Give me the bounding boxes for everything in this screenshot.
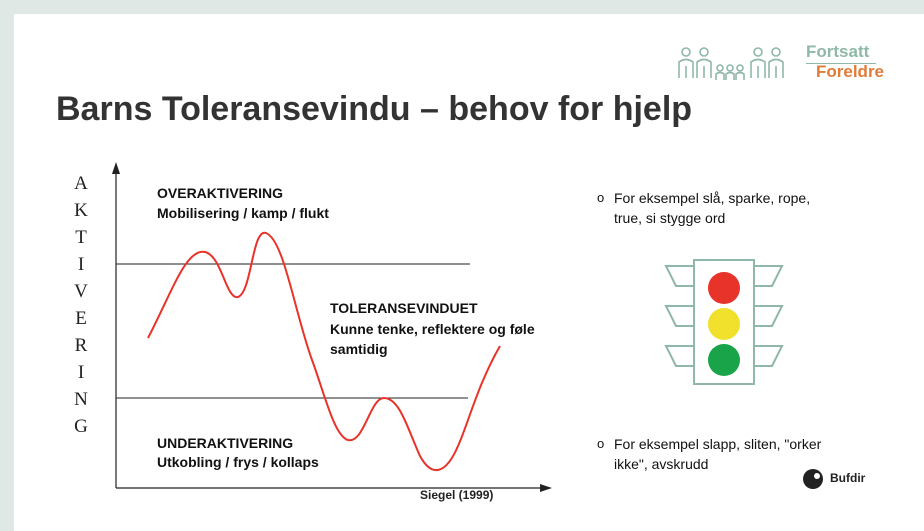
y-axis-letter: A	[74, 173, 88, 194]
bufdir-logo: Bufdir	[800, 468, 900, 492]
bullet-bottom-line2: ikke", avskrudd	[614, 456, 709, 472]
bufdir-text: Bufdir	[830, 471, 866, 485]
y-axis-letter: N	[74, 389, 88, 410]
bullet-top-line2: true, si stygge ord	[614, 210, 726, 226]
y-axis-letter: E	[75, 308, 87, 329]
tolerance-window-title: TOLERANSEVINDUET	[330, 300, 478, 316]
y-axis-letter: R	[74, 335, 88, 356]
bufdir-logo-icon	[803, 469, 823, 489]
logo-text-fortsatt: Fortsatt	[806, 42, 870, 61]
red-light	[708, 272, 740, 304]
traffic-light-icon	[664, 259, 784, 385]
y-axis-letter: I	[77, 254, 85, 275]
yellow-light	[708, 308, 740, 340]
y-axis-letter: T	[75, 227, 87, 248]
slide	[14, 14, 924, 531]
tolerance-window-description-line1: Kunne tenke, reflektere og føle	[330, 321, 535, 337]
y-axis-label: A K T I V E R I N G	[66, 170, 96, 440]
y-axis-arrow	[112, 162, 120, 174]
logo-text-foreldre: Foreldre	[816, 62, 885, 81]
green-light	[708, 344, 740, 376]
y-axis-letter: V	[74, 281, 88, 302]
page-title: Barns Toleransevindu – behov for hjelp	[56, 90, 693, 128]
logo-divider	[806, 63, 876, 64]
bullet-circle-icon: o	[597, 190, 605, 205]
underactivation-title: UNDERAKTIVERING	[157, 435, 294, 451]
y-axis-letter: I	[77, 362, 85, 383]
bullet-top-line1: For eksempel slå, sparke, rope,	[614, 190, 811, 206]
family-icon	[678, 47, 784, 80]
underactivation-description: Utkobling / frys / kollaps	[157, 454, 319, 470]
source-citation: Siegel (1999)	[420, 488, 494, 502]
overactivation-title: OVERAKTIVERING	[157, 185, 284, 201]
activation-curve	[147, 231, 501, 472]
fortsatt-foreldre-logo: Fortsatt Foreldre	[672, 42, 902, 88]
overactivation-description: Mobilisering / kamp / flukt	[157, 205, 329, 221]
bullet-bottom-line1: For eksempel slapp, sliten, "orker	[614, 436, 822, 452]
y-axis-letter: K	[74, 200, 88, 221]
y-axis-letter: G	[74, 416, 88, 437]
tolerance-window-description-line2: samtidig	[330, 341, 388, 357]
x-axis-arrow	[540, 484, 552, 492]
bullet-circle-icon: o	[597, 436, 605, 451]
